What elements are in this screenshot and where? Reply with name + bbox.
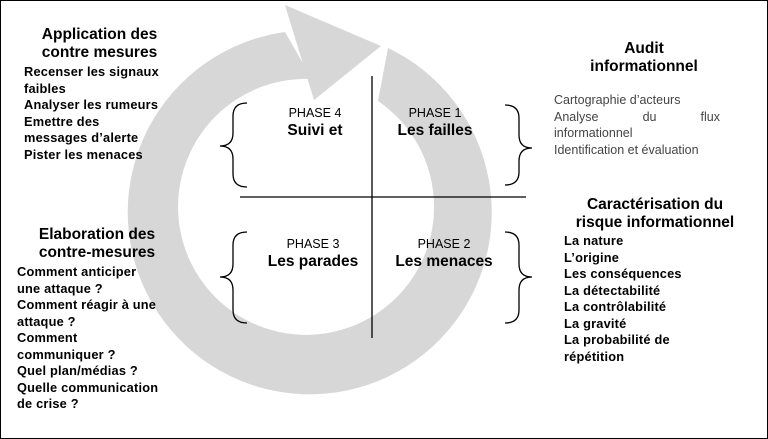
audit-title: Audit informationnel (590, 40, 698, 75)
list-item: Cartographie d’acteurs (554, 93, 681, 107)
audit-list: Cartographie d’acteurs Analyse du flux i… (554, 92, 720, 158)
phase-number: PHASE 2 (417, 237, 471, 251)
phase-3-label: PHASE 3 Les parades (258, 236, 368, 271)
list-item: La probabilité de (564, 332, 670, 347)
list-item: Comment réagir à une (17, 297, 157, 312)
phase-4-label: PHASE 4 Suivi et (268, 105, 362, 140)
list-item: Comment anticiper (17, 264, 137, 279)
phase-number: PHASE 3 (286, 237, 340, 251)
caracterisation-title: Caractérisation du risque informationnel (575, 196, 735, 231)
list-item: attaque ? (17, 313, 76, 329)
list-item: L’origine (564, 249, 620, 265)
list-item: informationnel (554, 126, 633, 140)
application-title: Application des contre mesures (41, 26, 158, 61)
application-block: Application des contre mesures Recenser … (12, 26, 202, 163)
list-item: Les conséquences (564, 266, 682, 281)
brace-elaboration (219, 231, 248, 324)
list-item: répétition (564, 348, 625, 364)
phase-name: Les parades (267, 253, 359, 270)
list-item: Comment (17, 330, 78, 345)
list-item: Analyser les rumeurs (24, 97, 159, 112)
list-item: de crise ? (17, 396, 79, 411)
elaboration-block: Elaboration des contre-mesures Comment a… (12, 226, 202, 413)
list-item: Quel plan/médias ? (17, 363, 138, 378)
list-item: La contrôlabilité (564, 299, 667, 314)
phase-name: Suivi et (287, 122, 343, 139)
brace-caracterisation (504, 231, 533, 324)
phase-name: Les failles (397, 122, 473, 139)
brace-application (219, 102, 248, 188)
audit-block: Audit informationnel Cartographie d’acte… (554, 40, 759, 158)
list-item: Quelle communication (17, 379, 159, 395)
list-item: faibles (24, 80, 66, 96)
elaboration-list: Comment anticiper une attaque ? Comment … (17, 264, 202, 413)
list-item: La gravité (564, 315, 627, 331)
phase-2-label: PHASE 2 Les menaces (380, 236, 508, 271)
list-item: Identification et évaluation (554, 142, 699, 157)
cycle-arrow-ring (127, 32, 492, 395)
list-item: messages d’alerte (24, 130, 139, 145)
list-item: La détectabilité (564, 282, 661, 298)
cycle-arrow-head (285, 5, 381, 100)
application-list: Recenser les signaux faibles Analyser le… (24, 64, 202, 163)
caracterisation-list: La nature L’origine Les conséquences La … (564, 233, 761, 365)
list-item: une attaque ? (17, 280, 103, 296)
list-item: Analyse du flux (554, 109, 720, 124)
phase-number: PHASE 1 (408, 106, 462, 120)
list-item: Pister les menaces (24, 146, 143, 162)
phase-number: PHASE 4 (288, 106, 342, 120)
phase-1-label: PHASE 1 Les failles (380, 105, 490, 140)
list-item: communiquer ? (17, 346, 116, 362)
list-item: Emettre des (24, 113, 100, 129)
list-item: La nature (564, 233, 624, 248)
phase-name: Les menaces (395, 253, 493, 270)
caracterisation-block: Caractérisation du risque informationnel… (556, 196, 761, 365)
elaboration-title: Elaboration des contre-mesures (38, 226, 156, 261)
brace-audit (504, 104, 533, 186)
list-item: Recenser les signaux (24, 64, 159, 79)
